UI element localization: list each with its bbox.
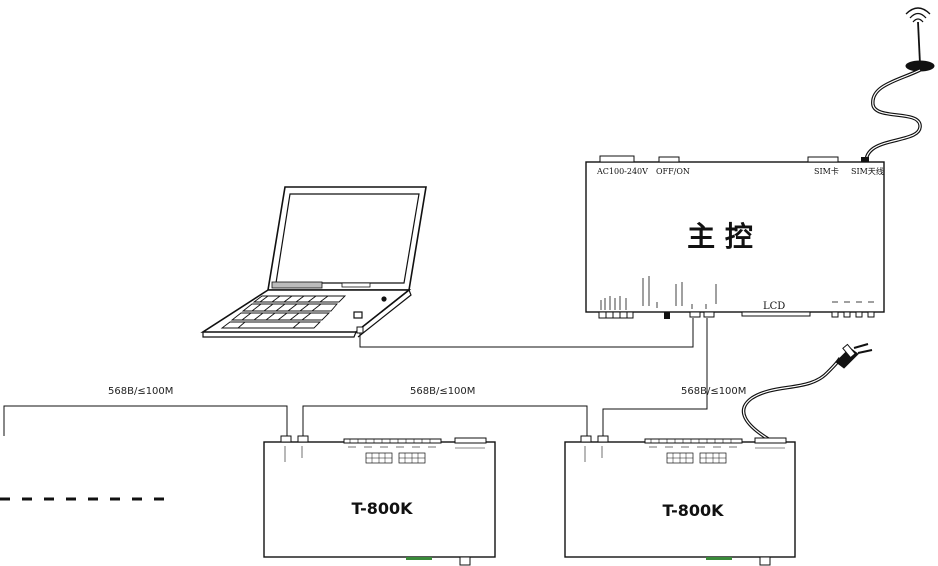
antenna-icon [864, 7, 935, 163]
laptop-icon [200, 186, 427, 338]
link-label-left: 568B/≤100M [108, 386, 173, 397]
power-input-label: AC100-240V [596, 167, 648, 176]
link-label-middle: 568B/≤100M [410, 386, 475, 397]
sim-antenna-label: SIM天线 [851, 166, 884, 176]
network-cables [3, 318, 708, 436]
power-switch-label: OFF/ON [656, 167, 690, 176]
lcd-label: LCD [763, 301, 785, 312]
link-label-right: 568B/≤100M [681, 386, 746, 397]
main-controller: AC100-240V OFF/ON SIM卡 SIM天线 主 控 LCD [585, 155, 885, 319]
main-controller-title: 主 控 [687, 220, 753, 253]
subcontroller-1: T-800K [263, 435, 496, 566]
subcontroller-2: T-800K [564, 435, 796, 566]
sim-card-label: SIM卡 [814, 166, 839, 176]
subcontroller-1-model: T-800K [352, 499, 414, 518]
laptop-network-port [356, 326, 364, 334]
subcontroller-2-model: T-800K [663, 501, 725, 520]
power-plug-icon [741, 343, 873, 442]
